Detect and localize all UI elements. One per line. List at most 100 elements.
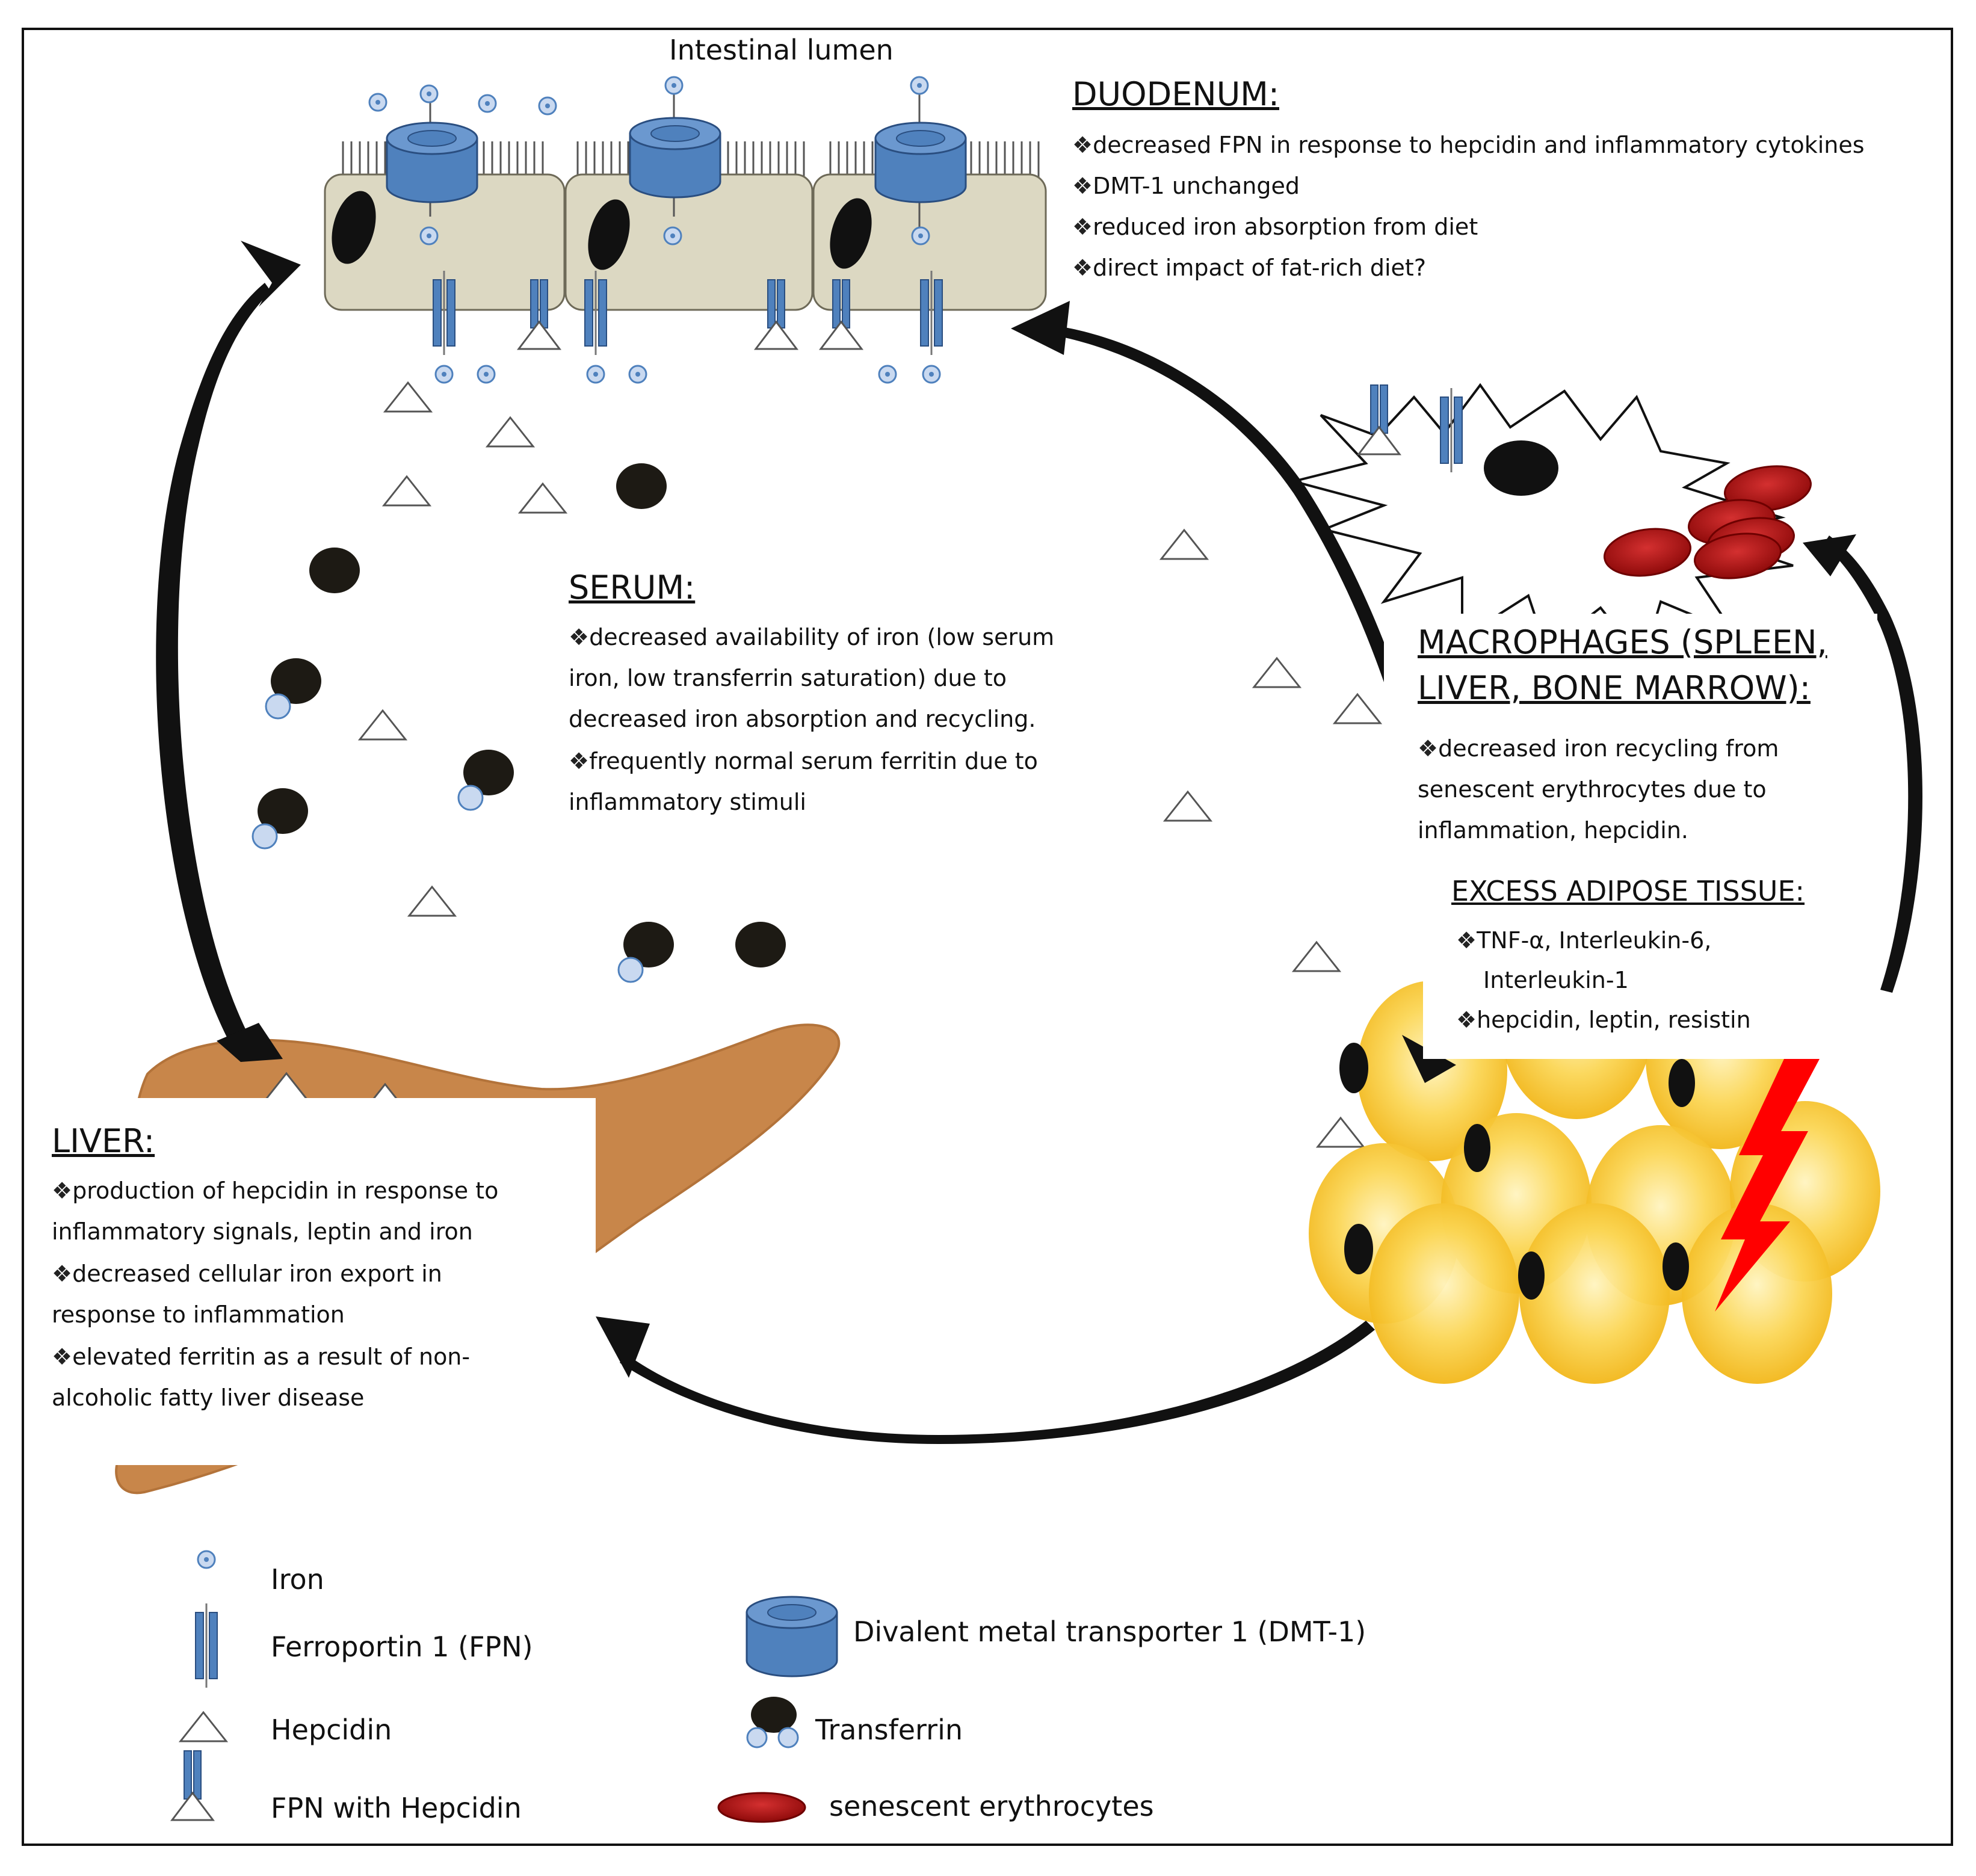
legend-transferrin-symbol — [751, 1697, 797, 1733]
transferrin-with-iron — [617, 921, 675, 983]
iron-atom — [878, 365, 897, 384]
ferroportin — [584, 270, 608, 356]
hepcidin — [1333, 693, 1382, 724]
duodenum-item: ❖decreased FPN in response to hepcidin a… — [1072, 132, 1865, 158]
hepcidin — [1160, 529, 1208, 560]
adipocyte-nucleus — [1663, 1242, 1689, 1291]
adipocyte-nucleus — [1518, 1251, 1545, 1300]
transferrin — [616, 463, 667, 509]
duodenum-item: ❖reduced iron absorption from diet — [1072, 214, 1478, 240]
macrophage-nucleus — [1484, 440, 1558, 496]
macrophages-title: MACROPHAGES (SPLEEN, LIVER, BONE MARROW)… — [1418, 623, 1827, 707]
hepcidin — [519, 483, 567, 514]
iron-atom — [419, 226, 439, 245]
hepcidin — [384, 381, 432, 413]
dmt1-transporter — [874, 122, 967, 203]
legend-transferrin-label: Transferrin — [815, 1714, 963, 1746]
iron-atom — [586, 365, 605, 384]
adipose-title: EXCESS ADIPOSE TISSUE: — [1451, 875, 1805, 907]
iron-atom — [434, 365, 454, 384]
legend-fpn-hepcidin-symbol — [171, 1750, 214, 1821]
liver-line: ❖production of hepcidin in response to — [52, 1177, 499, 1204]
liver-title: LIVER: — [52, 1122, 155, 1160]
adipose-line: Interleukin-1 — [1483, 967, 1629, 993]
serum-line: ❖frequently normal serum ferritin due to — [569, 748, 1038, 774]
liver-line: ❖decreased cellular iron export in — [52, 1260, 442, 1287]
iron-atom — [663, 226, 682, 245]
iron-atom — [368, 93, 387, 112]
figure-frame — [22, 28, 1953, 1846]
duodenum-item: ❖DMT-1 unchanged — [1072, 173, 1300, 199]
hepcidin — [1164, 791, 1212, 822]
legend-hepcidin-symbol — [179, 1711, 227, 1742]
iron-atom — [477, 365, 496, 384]
hepcidin — [383, 475, 431, 507]
macrophages-line: inflammation, hepcidin. — [1418, 817, 1689, 844]
ferroportin — [919, 270, 943, 356]
legend-erythrocytes-label: senescent erythrocytes — [829, 1790, 1154, 1822]
nucleus — [588, 199, 630, 270]
macrophages-line: ❖decreased iron recycling from — [1418, 735, 1779, 762]
intestinal-lumen-label: Intestinal lumen — [669, 34, 894, 66]
ferroportin — [432, 270, 456, 356]
hepcidin — [359, 709, 407, 741]
hepcidin — [1292, 941, 1341, 972]
hepcidin — [1253, 657, 1301, 688]
ferroportin — [1439, 387, 1463, 474]
macrophages-line: senescent erythrocytes due to — [1418, 776, 1767, 803]
liver-line: ❖elevated ferritin as a result of non- — [52, 1344, 471, 1370]
adipose-line: ❖hepcidin, leptin, resistin — [1456, 1007, 1751, 1033]
enterocyte-layer — [324, 76, 1047, 384]
macrophage-cell — [1289, 383, 1794, 665]
transferrin — [735, 922, 786, 967]
legend-erythrocyte-symbol — [717, 1792, 806, 1823]
nucleus — [830, 198, 872, 269]
iron-atom — [478, 94, 497, 113]
legend-hepcidin-label: Hepcidin — [271, 1714, 392, 1746]
iron-atom — [910, 76, 929, 95]
macrophages-panel: MACROPHAGES (SPLEEN, LIVER, BONE MARROW)… — [1384, 614, 1877, 866]
transferrin — [309, 548, 360, 593]
adipose-line: ❖TNF-α, Interleukin-6, — [1456, 927, 1712, 954]
legend-fpn-label: Ferroportin 1 (FPN) — [271, 1631, 533, 1663]
liver-line: alcoholic fatty liver disease — [52, 1384, 365, 1411]
transferrin-with-iron — [265, 657, 323, 720]
duodenum-title: DUODENUM: — [1072, 75, 1280, 113]
adipose-panel: EXCESS ADIPOSE TISSUE: ❖TNF-α, Interleuk… — [1423, 866, 1871, 1059]
dmt1-transporter — [629, 117, 721, 199]
iron-atom — [911, 226, 930, 245]
serum-line: iron, low transferrin saturation) due to — [569, 665, 1007, 691]
legend-iron-symbol — [197, 1550, 216, 1569]
hepcidin — [1317, 1117, 1365, 1148]
nucleus — [332, 191, 376, 264]
liver-line: inflammatory signals, leptin and iron — [52, 1218, 473, 1245]
lightning-bolt — [1715, 1041, 1829, 1312]
liver-line: response to inflammation — [52, 1301, 345, 1328]
iron-atom — [922, 365, 941, 384]
legend-dmt1-symbol — [746, 1596, 838, 1677]
legend-symbols — [171, 1550, 838, 1823]
senescent-erythrocytes — [1604, 465, 1812, 579]
legend-fpn-hepcidin-label: FPN with Hepcidin — [271, 1792, 522, 1824]
liver-panel: LIVER: ❖production of hepcidin in respon… — [24, 1098, 596, 1465]
iron-atom — [419, 84, 439, 103]
legend-iron-label: Iron — [271, 1563, 324, 1596]
iron-atom — [538, 96, 557, 116]
serum-line: decreased iron absorption and recycling. — [569, 706, 1036, 732]
legend-fpn-symbol — [194, 1602, 218, 1689]
adipocyte-nucleus — [1339, 1043, 1368, 1093]
adipocyte-nucleus — [1464, 1124, 1490, 1172]
cycle-arrows — [156, 241, 1922, 1444]
adipose-cluster — [1309, 939, 1880, 1384]
transferrin-with-iron — [457, 748, 515, 811]
adipocyte-nucleus — [1669, 1059, 1695, 1107]
serum-title: SERUM: — [569, 569, 696, 606]
adipocyte-nucleus — [1344, 1224, 1373, 1274]
hepcidin — [486, 416, 534, 448]
legend-dmt1-label: Divalent metal transporter 1 (DMT-1) — [853, 1615, 1366, 1648]
serum-line: ❖decreased availability of iron (low ser… — [569, 624, 1055, 650]
duodenum-item: ❖direct impact of fat-rich diet? — [1072, 255, 1426, 281]
dmt1-transporter — [386, 122, 478, 203]
iron-atom — [628, 365, 647, 384]
